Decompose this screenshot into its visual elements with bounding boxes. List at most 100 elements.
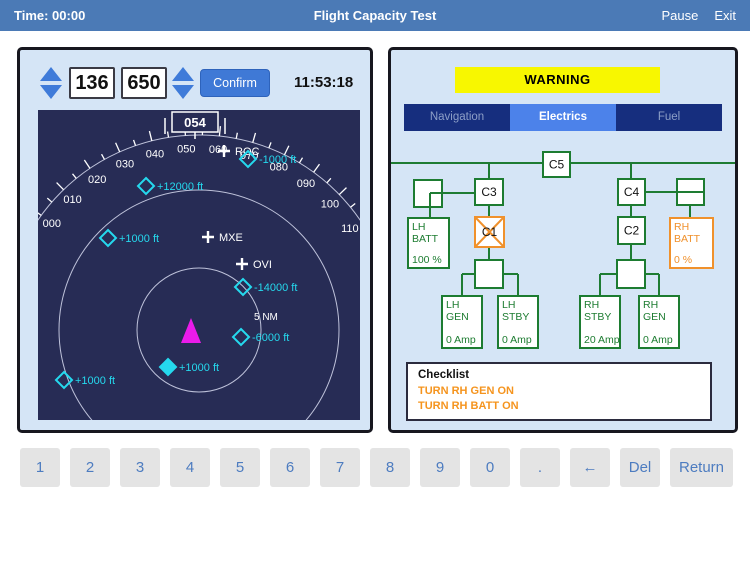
waypoint-label: -6000 ft bbox=[252, 332, 289, 344]
warning-banner: WARNING bbox=[455, 67, 660, 93]
waypoint-diamond-icon bbox=[54, 370, 74, 390]
elec-box-junction-right[interactable] bbox=[616, 259, 646, 289]
compass-tick bbox=[132, 139, 137, 146]
elec-box-name: STBY bbox=[584, 311, 611, 323]
elec-box-name: RH bbox=[584, 299, 599, 311]
elec-box-name: LH bbox=[502, 299, 515, 311]
ownship-aircraft-icon bbox=[181, 318, 201, 343]
elec-box-c2[interactable]: C2 bbox=[617, 216, 646, 245]
elec-box-value: 0 Amp bbox=[502, 334, 532, 346]
compass-tick bbox=[56, 182, 65, 191]
key-2[interactable]: 2 bbox=[70, 448, 110, 487]
elec-box-value: 0 Amp bbox=[643, 334, 673, 346]
compass-tick-label: 010 bbox=[63, 194, 81, 206]
value1-up-arrow-icon[interactable] bbox=[40, 67, 62, 81]
waypoint-label: OVI bbox=[253, 259, 272, 271]
key-dot[interactable]: . bbox=[520, 448, 560, 487]
elec-box-c4[interactable]: C4 bbox=[617, 178, 646, 206]
elec-box-name: BATT bbox=[412, 233, 439, 245]
key-7[interactable]: 7 bbox=[320, 448, 360, 487]
waypoint-cross-icon bbox=[236, 258, 248, 270]
elec-box-c3[interactable]: C3 bbox=[474, 178, 504, 206]
tab-electrics[interactable]: Electrics bbox=[510, 104, 616, 131]
elec-box-name: STBY bbox=[502, 311, 529, 323]
elec-box-c5[interactable]: C5 bbox=[542, 151, 571, 178]
waypoint-label: -1000 ft bbox=[259, 154, 296, 166]
waypoint-diamond-icon bbox=[98, 228, 118, 248]
value1-field[interactable]: 136 bbox=[69, 67, 115, 99]
checklist-item: TURN RH BATT ON bbox=[418, 400, 519, 412]
waypoint-diamond-icon bbox=[238, 149, 258, 169]
exit-button[interactable]: Exit bbox=[714, 8, 736, 23]
value2-down-arrow-icon[interactable] bbox=[172, 85, 194, 99]
checklist-item: TURN RH GEN ON bbox=[418, 385, 514, 397]
elec-box-name: GEN bbox=[446, 311, 469, 323]
elec-box-junction-left[interactable] bbox=[474, 259, 504, 289]
compass-tick bbox=[298, 157, 304, 164]
compass-tick-label: 000 bbox=[43, 218, 61, 230]
waypoint-diamond-icon bbox=[233, 277, 253, 297]
waypoint-cross-icon bbox=[202, 231, 214, 243]
key-4[interactable]: 4 bbox=[170, 448, 210, 487]
compass-arc bbox=[38, 134, 360, 221]
range-ring-label: 5 NM bbox=[254, 312, 278, 323]
pause-button[interactable]: Pause bbox=[661, 8, 699, 23]
waypoint-diamond-icon bbox=[136, 176, 156, 196]
key-9[interactable]: 9 bbox=[420, 448, 460, 487]
value1-down-arrow-icon[interactable] bbox=[40, 85, 62, 99]
compass-tick bbox=[83, 159, 91, 169]
compass-tick bbox=[235, 132, 238, 139]
session-timer: Time: 00:00 bbox=[14, 8, 86, 23]
compass-tick bbox=[100, 153, 106, 160]
waypoint-label: +1000 ft bbox=[75, 375, 115, 387]
heading-readout: 054 bbox=[184, 115, 206, 130]
waypoint-label: +1000 ft bbox=[119, 233, 159, 245]
compass-tick bbox=[38, 212, 42, 216]
elec-box-c1[interactable]: C1 bbox=[474, 216, 505, 248]
tab-fuel[interactable]: Fuel bbox=[657, 111, 681, 123]
waypoint-label: MXE bbox=[219, 232, 243, 244]
key-0[interactable]: 0 bbox=[470, 448, 510, 487]
value2-field[interactable]: 650 bbox=[121, 67, 167, 99]
compass-tick bbox=[313, 163, 321, 173]
value2-stepper[interactable] bbox=[172, 67, 196, 99]
compass-tick-label: 050 bbox=[177, 143, 195, 155]
checklist-title: Checklist bbox=[418, 369, 470, 381]
key-8[interactable]: 8 bbox=[370, 448, 410, 487]
key-6[interactable]: 6 bbox=[270, 448, 310, 487]
waypoint-diamond-icon bbox=[231, 327, 251, 347]
compass-tick bbox=[338, 187, 347, 196]
compass-tick-label: 020 bbox=[88, 174, 106, 186]
tab-navigation[interactable]: Navigation bbox=[429, 111, 485, 123]
compass-tick bbox=[326, 177, 332, 184]
elec-box-name: BATT bbox=[674, 233, 701, 245]
key-del[interactable]: Del bbox=[620, 448, 660, 487]
value1-stepper[interactable] bbox=[40, 67, 64, 99]
range-ring bbox=[58, 189, 340, 420]
elec-box-name: RH bbox=[643, 299, 658, 311]
compass-tick bbox=[115, 142, 121, 153]
top-bar: Time: 00:00 Flight Capacity Test Pause E… bbox=[0, 0, 750, 31]
compass-tick-label: 080 bbox=[270, 161, 288, 173]
compass-tick bbox=[350, 203, 356, 208]
elec-box-value: 0 Amp bbox=[446, 334, 476, 346]
key-return[interactable]: Return bbox=[670, 448, 733, 487]
key-1[interactable]: 1 bbox=[20, 448, 60, 487]
key-3[interactable]: 3 bbox=[120, 448, 160, 487]
key-backspace[interactable]: ← bbox=[570, 448, 610, 487]
value2-up-arrow-icon[interactable] bbox=[172, 67, 194, 81]
compass-tick-label: 110 bbox=[341, 223, 359, 235]
key-5[interactable]: 5 bbox=[220, 448, 260, 487]
confirm-button[interactable]: Confirm bbox=[200, 69, 270, 97]
elec-box-label: C2 bbox=[624, 224, 640, 238]
compass-tick bbox=[72, 173, 77, 179]
